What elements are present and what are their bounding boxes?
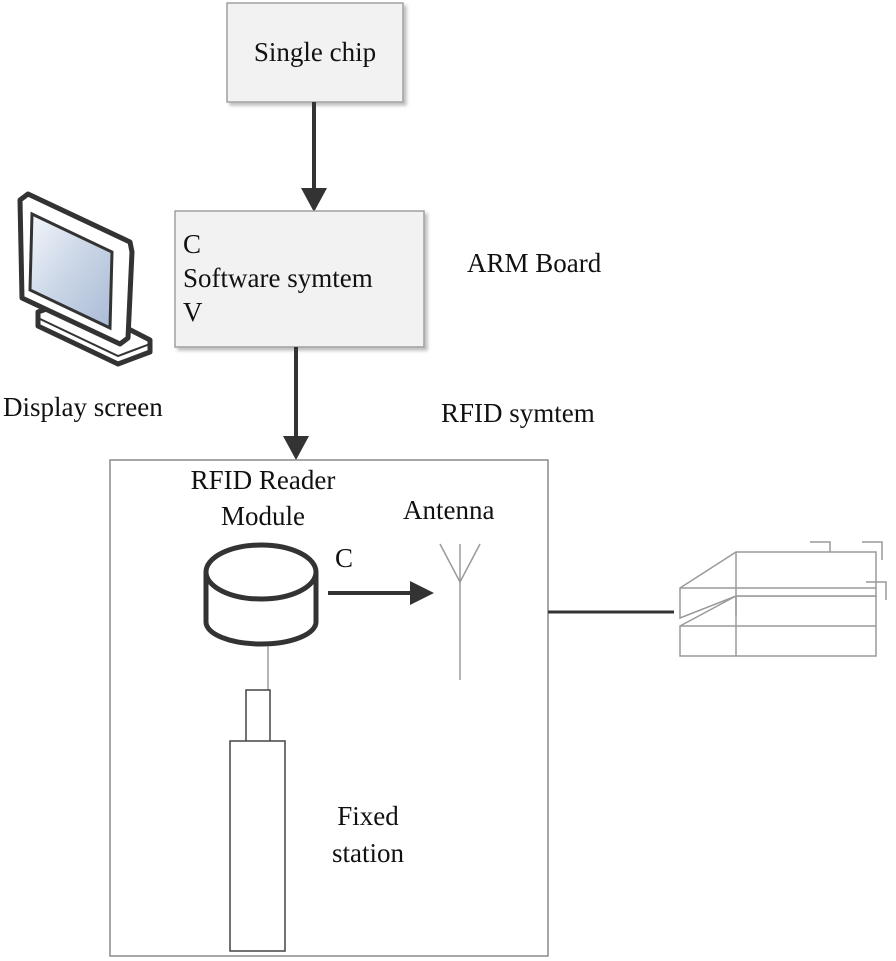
- rfid-reader-label-line2: Module: [221, 501, 305, 531]
- fixed-station-label-line1: Fixed: [337, 801, 399, 831]
- monitor-icon: [17, 191, 153, 367]
- antenna-label: Antenna: [403, 495, 495, 525]
- fixed-station-icon: [229, 689, 286, 952]
- database-cylinder-icon: [203, 542, 319, 647]
- single-chip-label: Single chip: [253, 37, 377, 67]
- software-box-line3: V: [183, 297, 203, 327]
- fixed-station-label-line2: station: [332, 838, 404, 868]
- arrow-reader-to-antenna: [328, 581, 434, 605]
- reader-antenna-arrow-label: C: [335, 543, 354, 573]
- single-chip-box: [226, 2, 404, 103]
- software-box-line2: Software symtem: [183, 263, 373, 293]
- software-system-box: [174, 210, 425, 348]
- rfid-system-label: RFID symtem: [441, 398, 595, 428]
- remote-device-icon: [679, 541, 887, 657]
- arrow-arm-to-rfid: [283, 347, 309, 460]
- rfid-system-frame: [109, 459, 549, 957]
- rfid-reader-label-line1: RFID Reader: [190, 465, 336, 495]
- arrow-chip-to-arm: [301, 102, 327, 212]
- display-screen-label: Display screen: [3, 392, 163, 422]
- software-box-line1: C: [183, 229, 202, 259]
- antenna-icon: [439, 543, 481, 680]
- arm-board-label: ARM Board: [467, 248, 602, 278]
